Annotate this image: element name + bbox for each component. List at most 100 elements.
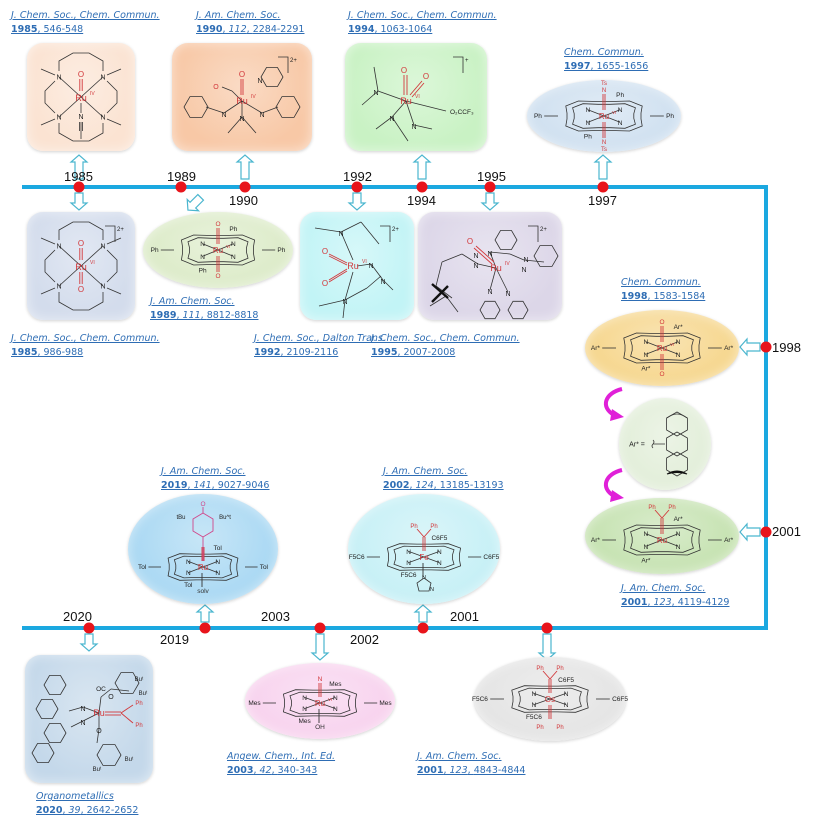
citation-1992[interactable]: J. Chem. Soc., Dalton Trans. 1992, 2109-… xyxy=(254,333,386,358)
axial-label: O xyxy=(659,371,664,378)
citation-journal[interactable]: Chem. Commun. xyxy=(621,277,701,288)
metal-label: Ru xyxy=(236,96,248,106)
citation-journal[interactable]: J. Am. Chem. Soc. xyxy=(621,583,706,594)
hollow-arrow-shape xyxy=(79,633,99,652)
axial-label: O xyxy=(215,273,220,280)
citation-journal[interactable]: J. Am. Chem. Soc. xyxy=(417,751,502,762)
aromatic-ring xyxy=(31,743,55,763)
ligand-bond xyxy=(391,116,409,142)
citation-2001a[interactable]: J. Am. Chem. Soc. 2001, 123, 4119-4129 xyxy=(621,583,730,608)
nitrogen-label: N xyxy=(406,560,411,567)
quinone-methide-ring xyxy=(192,507,214,561)
timeline-dot-2020 xyxy=(83,622,95,634)
citation-year: 1985 xyxy=(11,347,38,358)
atom-label: N xyxy=(80,720,85,727)
citation-journal[interactable]: J. Am. Chem. Soc. xyxy=(383,466,468,477)
meso-substituent-label: F5C6 xyxy=(472,696,488,703)
citation-2002[interactable]: J. Am. Chem. Soc. 2002, 124, 13185-13193 xyxy=(383,466,504,491)
atom-label: N xyxy=(342,299,347,306)
atom-label: O xyxy=(108,694,114,701)
ligand-bond xyxy=(314,227,342,233)
nitrogen-label: N xyxy=(302,706,307,713)
axial-bonds xyxy=(416,528,432,577)
curved-arrow-head xyxy=(610,490,624,502)
arrow-down-1992 xyxy=(347,192,367,211)
year-label-1985: 1985 xyxy=(64,169,93,184)
nitrogen-label: N xyxy=(676,544,681,551)
citation-1989[interactable]: J. Am. Chem. Soc. 1989, 111, 8812-8818 xyxy=(150,296,259,321)
bold-bridge xyxy=(666,470,688,475)
citation-journal[interactable]: J. Am. Chem. Soc. xyxy=(150,296,235,307)
citation-2019[interactable]: J. Am. Chem. Soc. 2019, 141, 9027-9046 xyxy=(161,466,270,491)
citation-journal[interactable]: Organometallics xyxy=(36,791,114,802)
macrocycle-bridge xyxy=(58,52,104,71)
carbonyl-oxygen-label: O xyxy=(200,501,205,508)
fused-ring xyxy=(666,411,688,437)
citation-journal[interactable]: Angew. Chem., Int. Ed. xyxy=(227,751,336,762)
citation-journal[interactable]: J. Am. Chem. Soc. xyxy=(161,466,246,477)
citation-journal[interactable]: J. Chem. Soc., Chem. Commun. xyxy=(11,333,160,344)
n-metal-bond xyxy=(188,566,204,573)
citation-1990[interactable]: J. Am. Chem. Soc. 1990, 112, 2284-2291 xyxy=(196,10,305,35)
citation-journal[interactable]: J. Chem. Soc., Dalton Trans. xyxy=(254,333,386,344)
macrocycle-bridge xyxy=(58,221,104,240)
n-metal-bond xyxy=(202,243,219,251)
citation-1998[interactable]: Chem. Commun. 1998, 1583-1584 xyxy=(621,277,706,302)
citation-journal[interactable]: J. Chem. Soc., Chem. Commun. xyxy=(11,10,160,21)
ligand-bond xyxy=(241,100,263,114)
n-metal-bond xyxy=(188,561,204,568)
meso-substituent-label: Ar* xyxy=(641,366,651,373)
citation-journal[interactable]: J. Chem. Soc., Chem. Commun. xyxy=(348,10,497,21)
citation-1997[interactable]: Chem. Commun. 1997, 1655-1656 xyxy=(564,47,649,72)
timeline-path xyxy=(22,185,768,630)
citation-1985a[interactable]: J. Chem. Soc., Chem. Commun. 1985, 546-5… xyxy=(11,10,160,35)
oxidation-state-label: VI xyxy=(226,244,230,249)
ligand-bond xyxy=(96,728,100,744)
citation-1994[interactable]: J. Chem. Soc., Chem. Commun. 1994, 1063-… xyxy=(348,10,497,35)
nitrogen-label: N xyxy=(422,575,426,581)
citation-journal[interactable]: Chem. Commun. xyxy=(564,47,644,58)
ligand-skeleton xyxy=(429,225,559,320)
metal-bonds xyxy=(240,79,244,95)
citation-2003[interactable]: Angew. Chem., Int. Ed. 2003, 42, 340-343 xyxy=(227,751,336,776)
n-metal-bond xyxy=(587,115,605,123)
meso-substituent-label: Ar* xyxy=(591,537,601,544)
porphyrin-core xyxy=(262,689,378,717)
ligand-skeleton xyxy=(361,56,464,142)
aromatic-ring xyxy=(533,245,559,267)
carbene-substituent-label: Ph xyxy=(135,723,142,729)
arrow-up-1997 xyxy=(593,154,613,180)
citation-1985b[interactable]: J. Chem. Soc., Chem. Commun. 1985, 986-9… xyxy=(11,333,160,358)
citation-journal[interactable]: J. Am. Chem. Soc. xyxy=(196,10,281,21)
atom-label: N xyxy=(487,289,492,296)
porphyrin-ring xyxy=(623,524,701,556)
citation-journal[interactable]: J. Chem. Soc., Chem. Commun. xyxy=(371,333,520,344)
year-label-1992: 1992 xyxy=(343,169,372,184)
ligand-bond xyxy=(382,279,394,291)
timeline-dot-1985 xyxy=(73,181,85,193)
citation-pages: 13185-13193 xyxy=(439,480,504,491)
oxo-bond xyxy=(475,245,495,263)
timeline-dot-1990 xyxy=(239,181,251,193)
imidazole-shape xyxy=(416,577,432,592)
nitrogen-label: N xyxy=(186,570,191,577)
citation-pages: 4119-4129 xyxy=(677,597,730,608)
citation-2001b[interactable]: J. Am. Chem. Soc. 2001, 123, 4843-4844 xyxy=(417,751,526,776)
oxidation-state-label: IV xyxy=(90,91,95,97)
atom-label: N xyxy=(257,78,262,85)
citation-1995[interactable]: J. Chem. Soc., Chem. Commun. 1995, 2007-… xyxy=(371,333,520,358)
citation-2020[interactable]: Organometallics 2020, 39, 2642-2652 xyxy=(36,791,139,816)
porphyrin-core xyxy=(160,234,276,266)
hollow-arrow-shape xyxy=(69,192,89,211)
nitrogen-label: N xyxy=(618,107,623,114)
meso-substituent-label: Mes xyxy=(248,700,261,707)
timeline-dot-2001-right xyxy=(760,526,772,538)
porphyrin-core xyxy=(366,543,482,571)
meso-substituent-label: Mes xyxy=(329,681,342,688)
metal-bonds xyxy=(403,75,425,98)
porphyrin-ring xyxy=(511,685,589,713)
ligand-bond xyxy=(435,261,443,287)
atom-label: N xyxy=(473,253,478,260)
aromatic-ring xyxy=(96,744,122,766)
aromatic-ring xyxy=(479,300,501,320)
